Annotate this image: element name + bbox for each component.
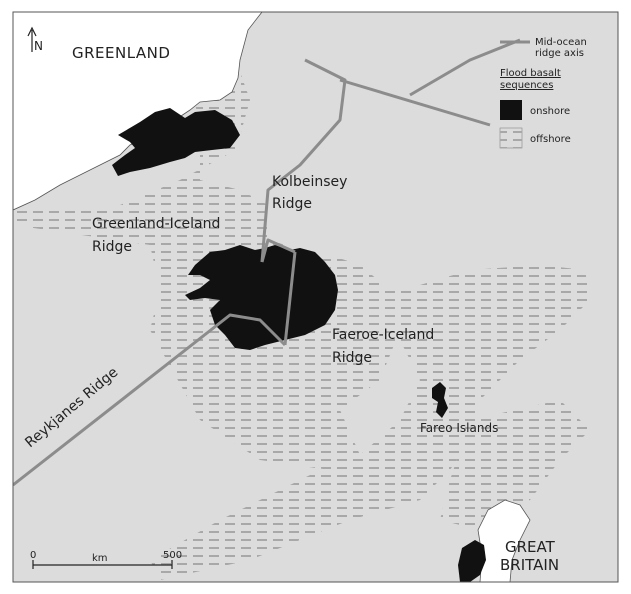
- iceland-ridge-axis: [283, 251, 297, 346]
- scale-bar: 0 km 500: [30, 550, 182, 569]
- label-kolbeinsey-line2: Ridge: [272, 196, 312, 212]
- north-ridge-axis: [339, 78, 491, 127]
- label-greenland-iceland-line2: Ridge: [92, 239, 132, 255]
- map-frame: [12, 11, 619, 583]
- north-label: N: [34, 39, 43, 53]
- legend-onshore-swatch: [500, 100, 522, 120]
- north-east-ridge-axis: [409, 38, 521, 97]
- label-great-britain-line1: GREAT: [505, 538, 556, 556]
- north-arrow: N: [27, 26, 43, 53]
- legend-flood-basalt-line1: Flood basalt: [500, 68, 561, 79]
- legend-ridge-line2: ridge axis: [535, 48, 584, 59]
- scale-zero: 0: [30, 550, 36, 561]
- label-fareo-islands: Fareo Islands: [420, 421, 498, 435]
- label-faeroe-iceland-line2: Ridge: [332, 350, 372, 366]
- great-britain-land: [477, 499, 531, 582]
- legend: Mid-ocean ridge axis Flood basalt sequen…: [499, 37, 587, 149]
- reykjanes-ridge-axis: [13, 313, 287, 487]
- label-greenland-iceland-line1: Greenland-Iceland: [92, 216, 220, 232]
- legend-flood-basalt-line2: sequences: [500, 80, 553, 91]
- label-faeroe-iceland-line1: Faeroe-Iceland: [332, 327, 434, 343]
- kolbeinsey-ridge-axis: [260, 58, 347, 263]
- great-britain-onshore-basalt: [458, 540, 486, 582]
- iceland-link-axis: [260, 238, 296, 263]
- legend-ridge-line1: Mid-ocean: [535, 37, 587, 48]
- scale-unit: km: [92, 553, 108, 564]
- faroe-islands: [432, 382, 448, 418]
- label-greenland: GREENLAND: [72, 44, 170, 62]
- legend-onshore-label: onshore: [530, 106, 570, 117]
- greenland-onshore-basalt: [112, 108, 240, 176]
- legend-offshore-swatch: [500, 128, 522, 148]
- label-kolbeinsey-line1: Kolbeinsey: [272, 174, 347, 190]
- iceland: [185, 245, 338, 350]
- label-great-britain-line2: BRITAIN: [500, 556, 559, 574]
- greenland-land: [13, 12, 263, 211]
- legend-offshore-label: offshore: [530, 134, 571, 145]
- ridge-axes: [13, 38, 521, 487]
- scale-max: 500: [163, 550, 182, 561]
